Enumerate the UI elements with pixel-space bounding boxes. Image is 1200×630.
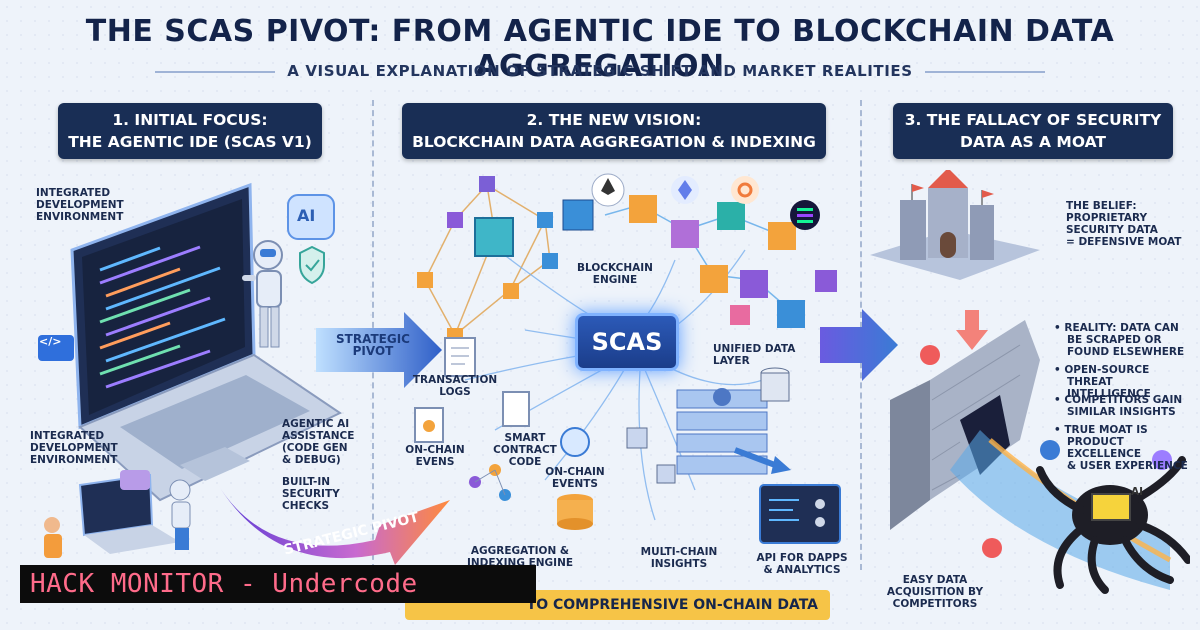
belief-label: THE BELIEF: PROPRIETARY SECURITY DATA = … — [1066, 200, 1181, 248]
ide-label-line: ENVIRONMENT — [36, 211, 124, 223]
ide-label-line: DEVELOPMENT — [30, 442, 118, 454]
label-line: OPEN-SOURCE — [1064, 364, 1150, 376]
label-line: UNIFIED DATA — [713, 343, 796, 355]
security-line: BUILT-IN — [282, 476, 331, 488]
subtitle-text: A VISUAL EXPLANATION OF STRATEGIC SHIFT … — [287, 62, 913, 80]
label-line: & USER EXPERIENCE — [1067, 460, 1188, 472]
security-line: CHECKS — [282, 500, 330, 512]
label-line: THE BELIEF: — [1066, 200, 1137, 212]
panel-title-line2: BLOCKCHAIN DATA AGGREGATION & INDEXING — [412, 133, 816, 151]
ide-label-top: INTEGRATED DEVELOPMENT ENVIRONMENT — [36, 187, 124, 223]
api-dapps-label: API FOR DAPPS & ANALYTICS — [752, 552, 852, 576]
label-line: ENGINE — [592, 274, 638, 286]
hack-monitor-banner: HACK MONITOR - Undercode — [20, 565, 536, 603]
strategic-pivot-arrow — [316, 312, 442, 388]
label-line: COMPETITORS — [892, 598, 978, 610]
security-checks-label: BUILT-IN SECURITY CHECKS — [282, 476, 340, 512]
reality-bullet: REALITY: DATA CAN BE SCRAPED OR FOUND EL… — [1054, 322, 1184, 358]
panel-title-fallacy: 3. THE FALLACY OF SECURITY DATA AS A MOA… — [893, 103, 1173, 159]
label-line: EASY DATA — [902, 574, 968, 586]
agentic-line: & DEBUG) — [282, 454, 341, 466]
pivot-line: PIVOT — [352, 344, 394, 358]
label-line: MULTI-CHAIN — [640, 546, 718, 558]
panel-title-line1: 2. THE NEW VISION: — [526, 111, 702, 129]
ide-label-line: DEVELOPMENT — [36, 199, 124, 211]
laptop-illustration — [38, 182, 343, 502]
label-line: ON-CHAIN — [405, 444, 465, 456]
label-line: TRANSACTION — [412, 374, 498, 386]
label-line: COMPETITORS GAIN — [1064, 394, 1183, 406]
label-line: FOUND ELSEWHERE — [1067, 346, 1185, 358]
security-line: SECURITY — [282, 488, 340, 500]
ide-label-line: INTEGRATED — [30, 430, 105, 442]
label-line: & ANALYTICS — [763, 564, 841, 576]
multichain-insights-label: MULTI-CHAIN INSIGHTS — [634, 546, 724, 570]
label-line: CONTRACT — [493, 444, 557, 456]
transition-arrow — [820, 309, 898, 381]
label-line: CODE — [508, 456, 542, 468]
label-line: EVENTS — [552, 478, 598, 490]
octopus-ai-chip: AI — [1131, 486, 1144, 498]
label-line: INSIGHTS — [650, 558, 708, 570]
ide-label-line: INTEGRATED — [36, 187, 111, 199]
agentic-line: AGENTIC AI — [282, 418, 350, 430]
transaction-logs-label: TRANSACTION LOGS — [410, 374, 500, 398]
strategic-pivot-arrow-label: STRATEGIC PIVOT — [328, 333, 418, 357]
onchain-evens-label: ON-CHAIN EVENS — [400, 444, 470, 468]
scas-engine-chip: SCAS — [575, 313, 679, 371]
label-line: PRODUCT EXCELLENCE — [1067, 436, 1141, 460]
onchain-events-label: ON-CHAIN EVENTS — [540, 466, 610, 490]
label-line: = DEFENSIVE MOAT — [1066, 236, 1182, 248]
label-line: PROPRIETARY — [1066, 212, 1148, 224]
label-line: BE SCRAPED OR — [1067, 334, 1162, 346]
label-line: TRUE MOAT IS — [1064, 424, 1148, 436]
blockchain-network-graphic — [414, 173, 841, 544]
label-line: AGGREGATION & — [470, 545, 570, 557]
true-moat-bullet: TRUE MOAT IS PRODUCT EXCELLENCE & USER E… — [1054, 424, 1200, 472]
strategic-pivot-curve — [215, 480, 450, 565]
smart-contract-label: SMART CONTRACT CODE — [490, 432, 560, 468]
label-line: REALITY: DATA CAN — [1064, 322, 1179, 334]
pivot-line: STRATEGIC — [336, 332, 410, 346]
label-line: SECURITY DATA — [1066, 224, 1158, 236]
small-developer-scene — [44, 470, 191, 558]
code-badge: </> — [39, 335, 62, 348]
unified-data-layer-label: UNIFIED DATA LAYER — [713, 343, 795, 367]
agentic-line: (CODE GEN — [282, 442, 348, 454]
easy-acquisition-label: EASY DATA ACQUISITION BY COMPETITORS — [880, 574, 990, 610]
label-line: SMART — [504, 432, 546, 444]
page-subtitle: A VISUAL EXPLANATION OF STRATEGIC SHIFT … — [0, 62, 1200, 80]
security-moat-graphic — [870, 170, 1190, 594]
agentic-line: ASSISTANCE — [282, 430, 355, 442]
competitors-bullet: COMPETITORS GAIN SIMILAR INSIGHTS — [1054, 394, 1182, 418]
label-line: ON-CHAIN — [545, 466, 605, 478]
panel-title-line2: THE AGENTIC IDE (SCAS V1) — [68, 133, 312, 151]
panel-title-initial-focus: 1. INITIAL FOCUS: THE AGENTIC IDE (SCAS … — [58, 103, 322, 159]
blockchain-engine-label: BLOCKCHAIN ENGINE — [575, 262, 655, 286]
ide-label-bottom: INTEGRATED DEVELOPMENT ENVIRONMENT — [30, 430, 118, 466]
panel-title-line2: DATA AS A MOAT — [960, 133, 1106, 151]
ide-label-line: ENVIRONMENT — [30, 454, 118, 466]
label-line: LOGS — [439, 386, 471, 398]
label-line: API FOR DAPPS — [756, 552, 848, 564]
panel-title-line1: 1. INITIAL FOCUS: — [112, 111, 268, 129]
agentic-ai-label: AGENTIC AI ASSISTANCE (CODE GEN & DEBUG) — [282, 418, 354, 466]
label-line: LAYER — [713, 355, 750, 367]
label-line: SIMILAR INSIGHTS — [1067, 406, 1176, 418]
label-line: BLOCKCHAIN — [577, 262, 653, 274]
ai-badge: AI — [297, 206, 316, 225]
panel-title-line1: 3. THE FALLACY OF SECURITY — [904, 111, 1162, 129]
label-line: ACQUISITION BY — [886, 586, 984, 598]
panel-title-new-vision: 2. THE NEW VISION: BLOCKCHAIN DATA AGGRE… — [402, 103, 826, 159]
label-line: EVENS — [415, 456, 455, 468]
